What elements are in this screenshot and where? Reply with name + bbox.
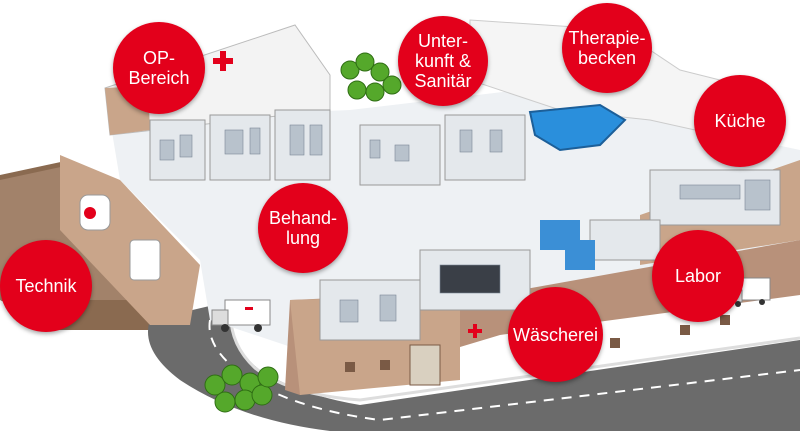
red-cross-icon — [213, 51, 233, 71]
hotspot-label: Unter- kunft & Sanitär — [414, 31, 472, 91]
truck-icon — [211, 299, 271, 332]
hotspot-technik[interactable]: Technik — [0, 240, 92, 332]
hotspot-label: OP- Bereich — [128, 48, 190, 88]
hotspot-label: Labor — [674, 266, 722, 286]
tree-icon — [204, 364, 279, 413]
hotspot-therapiebecken[interactable]: Therapie- becken — [562, 3, 652, 93]
red-cross-icon — [468, 324, 482, 338]
hotspot-label: Küche — [714, 111, 766, 131]
hotspot-label: Wäscherei — [512, 324, 599, 345]
tree-icon — [340, 52, 402, 102]
hotspot-label: Therapie- becken — [568, 28, 646, 68]
hotspot-behandlung[interactable]: Behand- lung — [258, 183, 348, 273]
technik-tanks — [79, 194, 161, 281]
pool-icon — [528, 103, 627, 152]
hotspot-unterkunft-sanitaer[interactable]: Unter- kunft & Sanitär — [398, 16, 488, 106]
hotspot-label: Technik — [15, 276, 77, 296]
hotspot-labor[interactable]: Labor — [652, 230, 744, 322]
hotspot-label: Behand- lung — [268, 208, 338, 248]
hotspot-waescherei[interactable]: Wäscherei — [508, 287, 603, 382]
hotspot-kueche[interactable]: Küche — [694, 75, 786, 167]
road — [148, 300, 800, 431]
hotspot-op-bereich[interactable]: OP- Bereich — [113, 22, 205, 114]
